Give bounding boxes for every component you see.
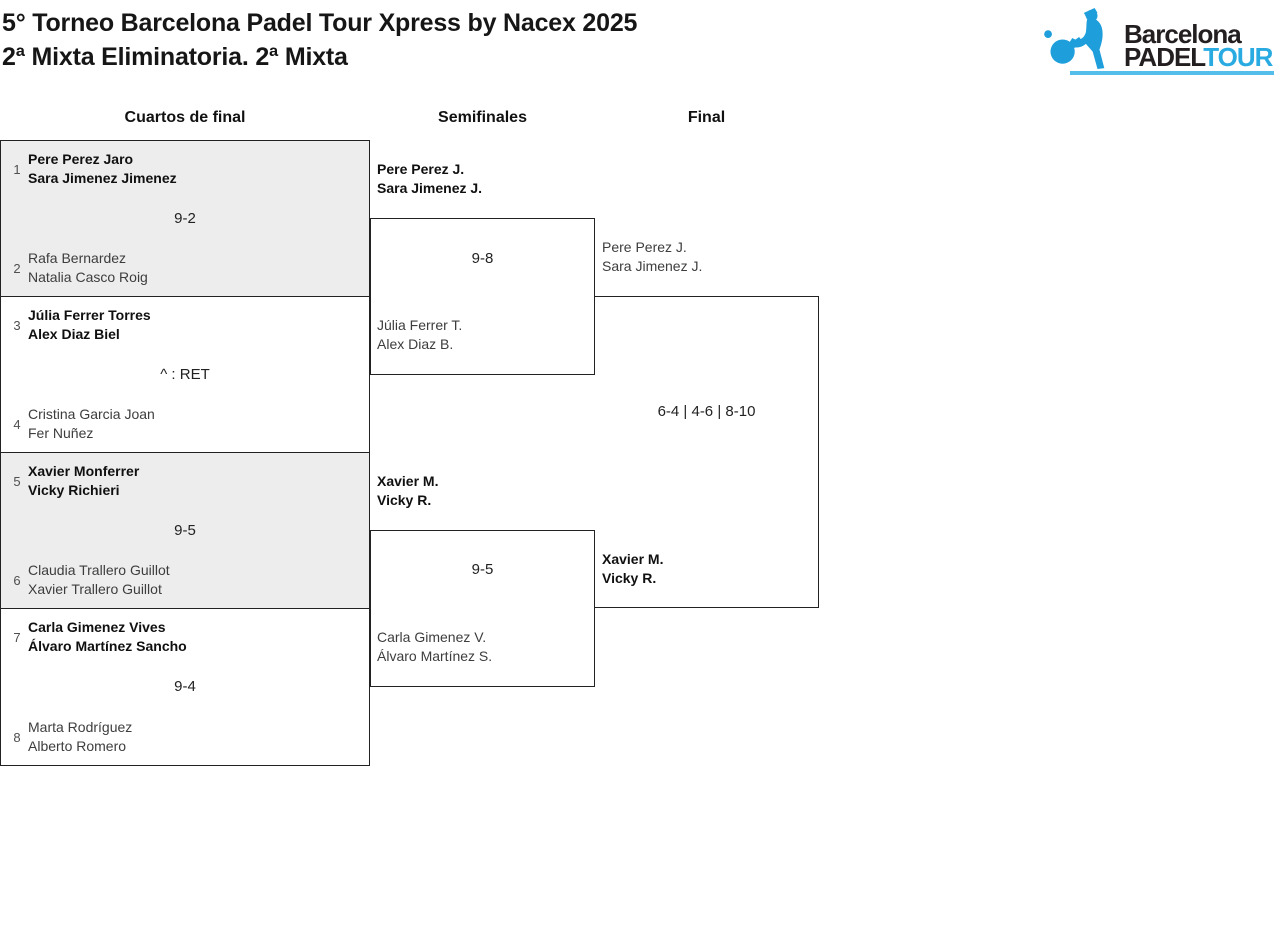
final-champion: Xavier M. Vicky R. [602, 550, 663, 588]
player-name: Rafa Bernardez [28, 250, 127, 266]
semifinal-1-team-bottom: Júlia Ferrer T. Alex Diaz B. [377, 316, 462, 354]
player-name: Júlia Ferrer Torres [28, 307, 151, 323]
brand-padel-label: PADEL [1124, 42, 1204, 72]
brand-logo: Barcelona PADELTOUR [1040, 5, 1276, 75]
player-name: Xavier Trallero Guillot [28, 581, 162, 597]
seed-number: 8 [13, 729, 21, 745]
player-name: Xavier M. [377, 473, 439, 489]
team-names: Cristina Garcia Joan Fer Nuñez [28, 405, 155, 443]
team-entry: 3 Júlia Ferrer Torres Alex Diaz Biel [9, 306, 151, 344]
match-quarterfinal-2: 3 Júlia Ferrer Torres Alex Diaz Biel ^ :… [1, 297, 369, 453]
seed-number: 6 [13, 572, 21, 588]
seed-number: 3 [13, 317, 21, 333]
round-label-semifinales: Semifinales [438, 109, 527, 126]
team-names: Pere Perez Jaro Sara Jimenez Jimenez [28, 150, 177, 188]
semifinal-1-score: 9-8 [471, 250, 494, 267]
page-header: 5° Torneo Barcelona Padel Tour Xpress by… [2, 6, 637, 74]
seed-number: 2 [13, 260, 21, 276]
player-name: Pere Perez J. [377, 161, 465, 177]
player-name: Marta Rodríguez [28, 719, 133, 735]
quarterfinals-column: 1 Pere Perez Jaro Sara Jimenez Jimenez 9… [0, 140, 370, 766]
player-name: Claudia Trallero Guillot [28, 562, 170, 578]
player-name: Fer Nuñez [28, 425, 94, 441]
padel-player-icon [1044, 7, 1105, 70]
player-name: Natalia Casco Roig [28, 269, 148, 285]
seed-number: 7 [13, 629, 21, 645]
team-names: Xavier Monferrer Vicky Richieri [28, 462, 139, 500]
team-entry: 6 Claudia Trallero Guillot Xavier Tralle… [9, 561, 170, 599]
team-entry: 8 Marta Rodríguez Alberto Romero [9, 718, 132, 756]
player-name: Pere Perez J. [602, 239, 687, 255]
match-quarterfinal-4: 7 Carla Gimenez Vives Álvaro Martínez Sa… [1, 609, 369, 765]
team-names: Marta Rodríguez Alberto Romero [28, 718, 132, 756]
team-entry: 7 Carla Gimenez Vives Álvaro Martínez Sa… [9, 618, 187, 656]
brand-name-bottom: PADELTOUR [1124, 44, 1273, 70]
logo-underline [1070, 71, 1274, 75]
brand-logo-text: Barcelona PADELTOUR [1124, 19, 1273, 70]
semifinal-1-team-top: Pere Perez J. Sara Jimenez J. [377, 160, 482, 198]
team-entry: 1 Pere Perez Jaro Sara Jimenez Jimenez [9, 150, 177, 188]
player-name: Sara Jimenez J. [377, 180, 483, 196]
match-quarterfinal-3: 5 Xavier Monferrer Vicky Richieri 9-5 6 … [1, 453, 369, 609]
seed-number: 5 [13, 473, 21, 489]
player-name: Álvaro Martínez Sancho [28, 638, 187, 654]
player-name: Vicky R. [602, 570, 657, 586]
team-names: Carla Gimenez Vives Álvaro Martínez Sanc… [28, 618, 187, 656]
semifinal-2-team-bottom: Carla Gimenez V. Álvaro Martínez S. [377, 628, 492, 666]
player-name: Alex Diaz Biel [28, 326, 120, 342]
team-entry: 4 Cristina Garcia Joan Fer Nuñez [9, 405, 155, 443]
player-name: Xavier Monferrer [28, 463, 140, 479]
final-score: 6-4 | 4-6 | 8-10 [657, 403, 756, 420]
brand-name-top: Barcelona [1124, 19, 1242, 49]
player-name: Sara Jimenez J. [602, 258, 703, 274]
match-quarterfinal-1: 1 Pere Perez Jaro Sara Jimenez Jimenez 9… [1, 141, 369, 297]
player-name: Carla Gimenez V. [377, 629, 487, 645]
final-team-top: Pere Perez J. Sara Jimenez J. [602, 238, 702, 276]
round-label-final: Final [687, 109, 726, 126]
match-score: 9-5 [174, 522, 196, 539]
player-name: Álvaro Martínez S. [377, 648, 493, 664]
tournament-subtitle: 2ª Mixta Eliminatoria. 2ª Mixta [2, 43, 348, 71]
player-name: Cristina Garcia Joan [28, 406, 155, 422]
brand-tour-label: TOUR [1203, 42, 1273, 72]
team-names: Rafa Bernardez Natalia Casco Roig [28, 249, 148, 287]
match-score: 9-2 [174, 210, 196, 227]
team-entry: 2 Rafa Bernardez Natalia Casco Roig [9, 249, 148, 287]
semifinal-2-team-top: Xavier M. Vicky R. [377, 472, 438, 510]
team-names: Claudia Trallero Guillot Xavier Trallero… [28, 561, 170, 599]
team-names: Júlia Ferrer Torres Alex Diaz Biel [28, 306, 151, 344]
player-name: Pere Perez Jaro [28, 151, 134, 167]
player-name: Vicky R. [377, 492, 432, 508]
team-entry: 5 Xavier Monferrer Vicky Richieri [9, 462, 139, 500]
player-name: Alberto Romero [28, 738, 127, 754]
seed-number: 1 [13, 161, 21, 177]
round-label-cuartos: Cuartos de final [124, 109, 246, 126]
semifinal-2-box [370, 530, 595, 687]
semifinal-2-score: 9-5 [471, 561, 494, 578]
player-name: Júlia Ferrer T. [377, 317, 463, 333]
player-name: Vicky Richieri [28, 482, 120, 498]
player-name: Alex Diaz B. [377, 336, 454, 352]
player-name: Sara Jimenez Jimenez [28, 170, 177, 186]
player-name: Carla Gimenez Vives [28, 619, 166, 635]
final-box [594, 296, 819, 608]
player-name: Xavier M. [602, 551, 664, 567]
match-score: ^ : RET [160, 366, 210, 383]
seed-number: 4 [13, 416, 21, 432]
match-score: 9-4 [174, 678, 196, 695]
tournament-title: 5° Torneo Barcelona Padel Tour Xpress by… [2, 9, 638, 37]
